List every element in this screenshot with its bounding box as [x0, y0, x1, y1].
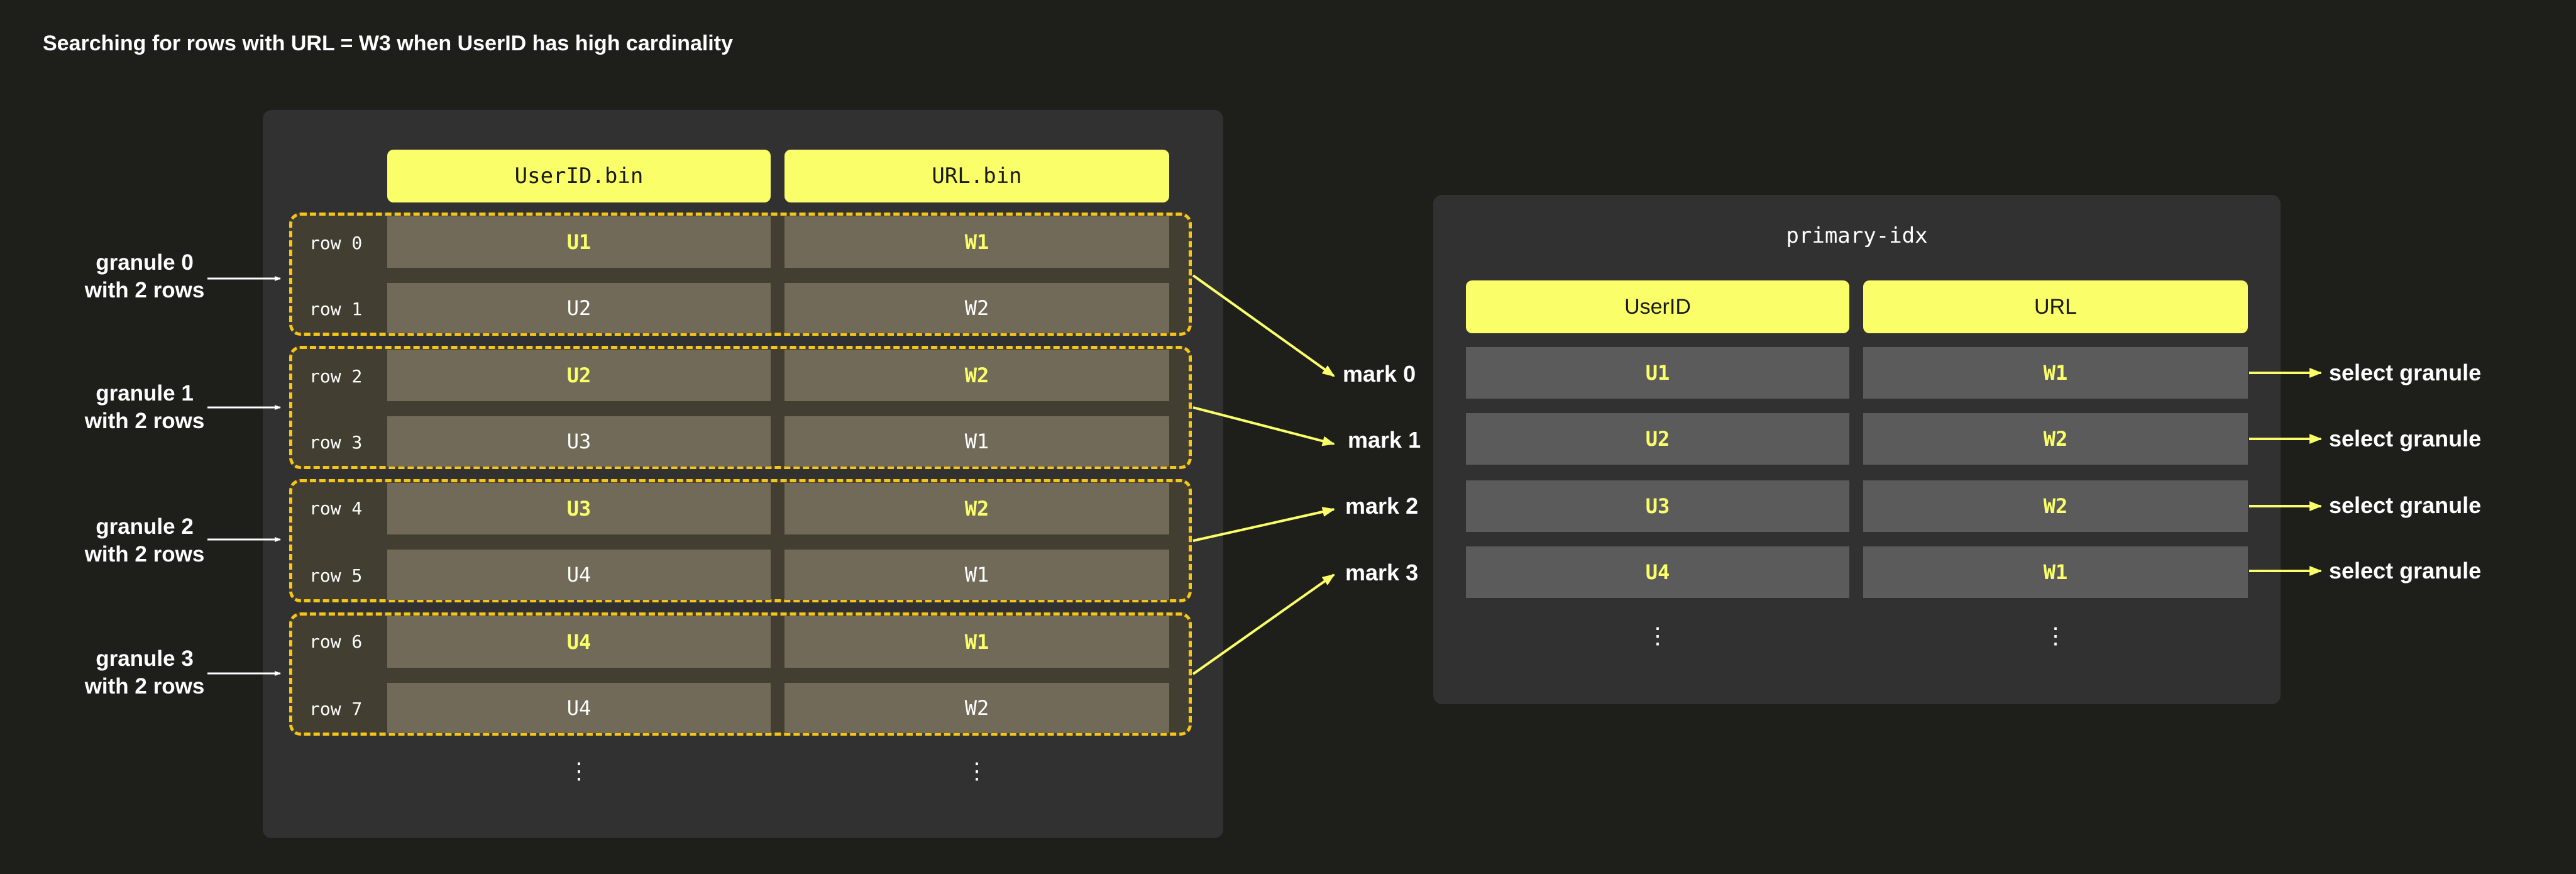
cell-url-row-6: W1 [784, 616, 1169, 668]
row-label-6: row 6 [309, 631, 363, 652]
granule-1-rows: with 2 rows [84, 409, 205, 433]
select-granule-label-2: select granule [2329, 492, 2482, 518]
cell-userid-row-1: U2 [387, 283, 771, 333]
cell-userid-row-7: U4 [387, 683, 771, 733]
cell-url-row-4: W2 [784, 483, 1169, 534]
granule-3-to-mark-3-arrow [1192, 573, 1335, 675]
granule-2-to-mark-2-arrow [1192, 507, 1335, 542]
cell-url-row-2: W2 [784, 350, 1169, 401]
header-userid-bin: UserID.bin [387, 150, 771, 202]
index-url-row-0: W1 [1863, 347, 2248, 399]
row-label-1: row 1 [309, 299, 363, 319]
select-granule-label-3: select granule [2329, 558, 2482, 584]
mark-1: mark 1 [1348, 427, 1421, 453]
index-userid-row-1: U2 [1466, 413, 1849, 465]
cell-userid-row-2: U2 [387, 350, 771, 401]
cell-url-row-5: W1 [784, 550, 1169, 600]
granule-label-0: granule 0 with 2 rows [63, 249, 226, 304]
header-url-bin: URL.bin [784, 150, 1169, 202]
row-label-0: row 0 [309, 233, 363, 253]
row-label-5: row 5 [309, 565, 363, 586]
row-label-3: row 3 [309, 432, 363, 453]
index-header-userid: UserID [1466, 280, 1849, 333]
index-url-row-1: W2 [1863, 413, 2248, 465]
granule-label-3: granule 3 with 2 rows [63, 645, 226, 700]
granule-1-to-mark-1-arrow [1192, 406, 1335, 446]
row-label-2: row 2 [309, 366, 363, 387]
granule-0-name: granule 0 [96, 250, 194, 275]
granule-0-to-mark-0-arrow [1192, 274, 1335, 377]
cell-url-row-3: W1 [784, 416, 1169, 467]
index-userid-ellipsis: ⋮ [1646, 622, 1669, 648]
index-userid-row-3: U4 [1466, 546, 1849, 598]
granule-2-name: granule 2 [96, 514, 194, 539]
cell-userid-row-5: U4 [387, 550, 771, 600]
granule-1-name: granule 1 [96, 381, 194, 406]
cell-userid-row-3: U3 [387, 416, 771, 467]
row-label-7: row 7 [309, 699, 363, 719]
mark-3: mark 3 [1345, 560, 1419, 585]
index-userid-row-0: U1 [1466, 347, 1849, 399]
mark-0: mark 0 [1343, 361, 1416, 387]
granule-3-rows: with 2 rows [84, 674, 205, 699]
cell-userid-row-0: U1 [387, 216, 771, 268]
cell-url-row-7: W2 [784, 683, 1169, 733]
index-userid-row-2: U3 [1466, 480, 1849, 532]
diagram-title: Searching for rows with URL = W3 when Us… [43, 31, 733, 55]
row-label-4: row 4 [309, 498, 363, 519]
select-granule-label-0: select granule [2329, 360, 2482, 385]
cell-url-row-1: W2 [784, 283, 1169, 333]
cell-url-row-0: W1 [784, 216, 1169, 268]
cell-userid-row-4: U3 [387, 483, 771, 534]
index-url-row-2: W2 [1863, 480, 2248, 532]
data-url-ellipsis: ⋮ [966, 758, 988, 783]
granule-label-2: granule 2 with 2 rows [63, 513, 226, 568]
index-url-row-3: W1 [1863, 546, 2248, 598]
mark-2: mark 2 [1345, 493, 1419, 519]
index-url-ellipsis: ⋮ [2044, 622, 2067, 648]
granule-3-name: granule 3 [96, 646, 194, 671]
index-header-url: URL [1863, 280, 2248, 333]
primary-index-title: primary-idx [1786, 223, 1928, 248]
data-userid-ellipsis: ⋮ [568, 758, 590, 783]
granule-label-1: granule 1 with 2 rows [63, 380, 226, 435]
granule-2-rows: with 2 rows [84, 542, 205, 567]
granule-0-rows: with 2 rows [84, 278, 205, 302]
select-granule-label-1: select granule [2329, 426, 2482, 451]
cell-userid-row-6: U4 [387, 616, 771, 668]
